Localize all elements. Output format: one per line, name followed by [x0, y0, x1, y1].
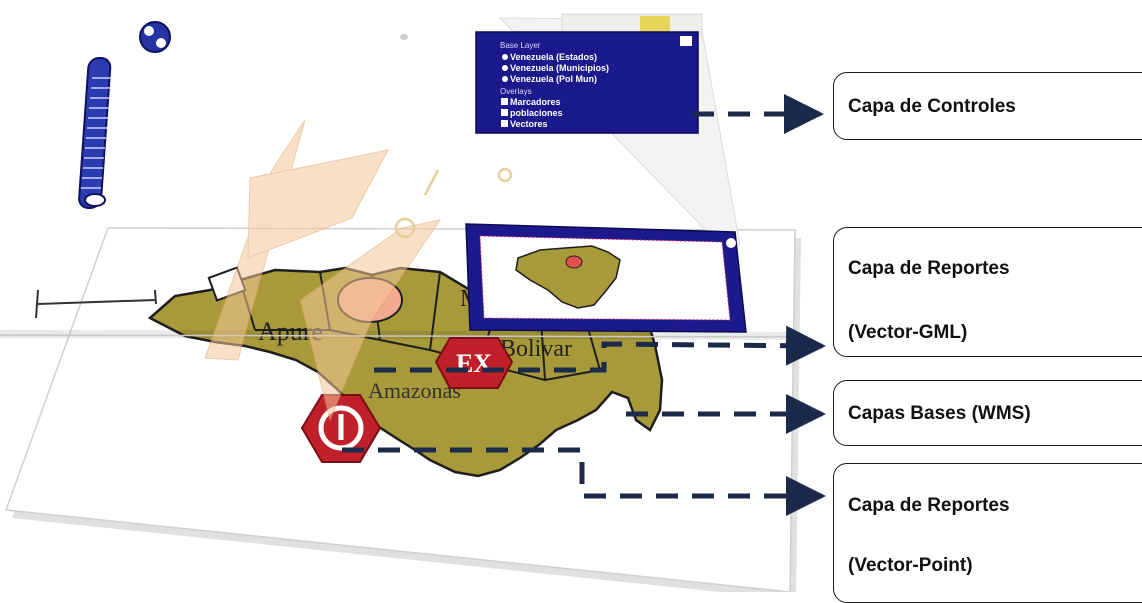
gml-triangle-front [299, 219, 442, 422]
layer-switcher-logo [561, 13, 703, 35]
callout-report-point-line1: Capa de Reportes [848, 495, 1010, 516]
overlay-checkboxes[interactable] [501, 98, 508, 127]
callout-base-wms-text: Capas Bases (WMS) [848, 403, 1031, 424]
callout-report-gml: Capa de Reportes (Vector-GML) [833, 227, 1142, 357]
marker-o[interactable] [300, 394, 382, 463]
leader-lines [342, 94, 826, 516]
overlay-option-1[interactable]: Marcadores [510, 97, 561, 107]
callout-report-point-line2: (Vector-Point) [848, 555, 973, 576]
callout-report-point: Capa de Reportes (Vector-Point) [833, 463, 1142, 603]
scale-bar [35, 289, 157, 319]
base-layer-option-3[interactable]: Venezuela (Pol Mun) [510, 74, 597, 84]
zoom-slider-track[interactable] [78, 57, 112, 209]
marker-ex[interactable]: EX [434, 337, 514, 389]
overlay-option-3[interactable]: Vectores [510, 119, 548, 129]
base-layer-radios[interactable] [502, 54, 508, 82]
gml-small-marks [394, 34, 513, 239]
overview-map-panel[interactable] [465, 223, 747, 333]
callout-control-layer-text: Capa de Controles [848, 96, 1016, 117]
overlay-option-2[interactable]: poblaciones [510, 108, 563, 118]
leader-gml [374, 325, 826, 373]
map-label-bolivar: Bolivar [500, 336, 572, 362]
callout-report-gml-line1: Capa de Reportes [848, 258, 1010, 279]
vector-point-layer: EX [0, 330, 806, 463]
callout-control-layer: Capa de Controles [833, 72, 1142, 140]
marker-ex-label: EX [456, 349, 492, 378]
leader-point [342, 447, 826, 516]
base-layer-option-2[interactable]: Venezuela (Municipios) [510, 63, 609, 73]
zoom-slider[interactable] [78, 21, 171, 209]
overlay-plane-edge [0, 334, 806, 338]
base-layer-option-1[interactable]: Venezuela (Estados) [510, 52, 597, 62]
layer-switcher-panel[interactable]: Base Layer Venezuela (Estados) Venezuela… [475, 31, 699, 134]
zoom-handle[interactable] [84, 193, 106, 207]
vector-gml-shapes [204, 119, 442, 422]
panel-close-icon[interactable] [680, 36, 692, 46]
marker-o-icon [318, 405, 364, 451]
callout-report-gml-line2: (Vector-GML) [848, 322, 968, 343]
gml-polygon-wide [247, 149, 389, 259]
overlays-title: Overlays [500, 87, 532, 96]
map-label-amazonas: Amazonas [368, 378, 461, 403]
pan-control-icon[interactable] [139, 21, 171, 53]
zoom-ticks [81, 77, 112, 189]
overview-map-thumbnail [515, 245, 621, 309]
overview-toggle-icon[interactable] [726, 238, 736, 248]
base-layers-title: Base Layer [500, 41, 541, 50]
callout-base-wms: Capas Bases (WMS) [833, 380, 1142, 446]
